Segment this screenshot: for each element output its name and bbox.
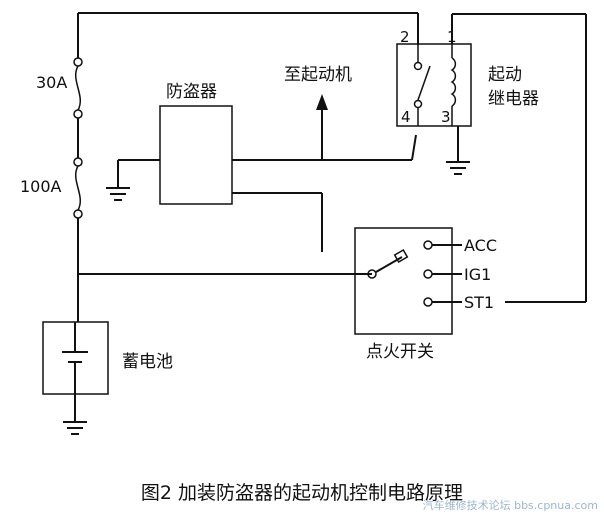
fuse-30a <box>73 57 83 119</box>
terminal-st1-label: ST1 <box>464 293 494 312</box>
battery-label: 蓄电池 <box>122 352 173 372</box>
fuse-100a-label: 100A <box>20 177 62 196</box>
antitheft-box <box>159 105 233 205</box>
wire-relay-pin4-lead <box>411 134 417 161</box>
figure-caption: 图2 加装防盗器的起动机控制电路原理 <box>140 482 464 504</box>
battery-symbol <box>62 322 88 394</box>
ignition-switch-label: 点火开关 <box>366 342 434 362</box>
terminal-ig1-label: IG1 <box>464 265 491 284</box>
watermark: 汽车维修技术论坛 bbs.cpnua.com <box>422 499 598 512</box>
terminal-st1-dot <box>423 297 433 307</box>
ground-antitheft-icon <box>106 159 160 201</box>
antitheft-label: 防盗器 <box>166 82 217 102</box>
terminal-acc-dot <box>423 240 433 250</box>
relay-box <box>396 43 472 127</box>
relay-name-line1: 起动 <box>488 65 522 85</box>
relay-contact-switch <box>413 45 431 126</box>
relay-pin-4: 4 <box>401 108 411 126</box>
up-arrow-icon <box>316 94 328 110</box>
relay-coil-icon <box>450 44 457 126</box>
relay-name-line2: 继电器 <box>488 89 539 109</box>
to-starter-label: 至起动机 <box>284 65 352 85</box>
fuse-100a <box>73 157 83 219</box>
ignition-switch-box <box>354 227 453 335</box>
ground-battery-icon <box>63 394 87 435</box>
terminal-ig1-dot <box>423 269 433 279</box>
terminal-acc-label: ACC <box>464 236 497 255</box>
fuse-30a-label: 30A <box>36 73 67 92</box>
relay-pin-2: 2 <box>400 28 410 46</box>
ignition-switch-lever <box>367 249 409 279</box>
relay-pin-3: 3 <box>441 108 451 126</box>
ground-relay-icon <box>446 126 470 175</box>
